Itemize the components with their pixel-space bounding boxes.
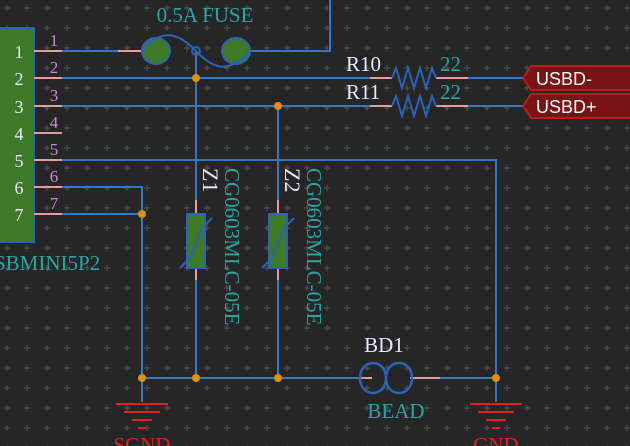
- fuse[interactable]: 0.5A FUSE: [118, 3, 254, 68]
- resistor-ref: R10: [346, 52, 381, 76]
- port-usbd-plus[interactable]: USBD+: [521, 93, 630, 119]
- junction-dot: [192, 374, 200, 382]
- resistor-r10[interactable]: R10 22: [346, 52, 468, 92]
- junction-dot: [138, 374, 146, 382]
- junction-dot: [274, 374, 282, 382]
- connector-pin-number-outer: 7: [50, 194, 59, 213]
- connector-pin-number-inner: 6: [15, 178, 24, 198]
- junction-dot: [138, 210, 146, 218]
- diode-value: CG0603MLC-05E: [220, 168, 244, 326]
- resistor-r11[interactable]: R11 22: [346, 80, 468, 120]
- varistor-slash-icon: [261, 217, 295, 269]
- connector-pin-number-inner: 3: [15, 97, 24, 117]
- connector-pin-number-outer: 6: [50, 167, 59, 186]
- resistor-value: 22: [440, 52, 461, 76]
- connector-pin-number-outer: 1: [50, 31, 59, 50]
- fuse-body-right: [221, 37, 251, 65]
- ground-label: GND: [473, 433, 519, 446]
- diode-value: CG0603MLC-05E: [302, 168, 326, 326]
- tvs-diode-z1[interactable]: Z1 CG0603MLC-05E: [179, 168, 244, 326]
- junction-dot: [192, 74, 200, 82]
- connector-pin-number-inner: 2: [15, 69, 24, 89]
- junction-dot: [492, 374, 500, 382]
- usb-connector[interactable]: 1 2 3 4 5 6 7 1 2 3 4 5 6 7 SBMINI5P2: [0, 27, 100, 275]
- port-label: USBD-: [536, 69, 592, 89]
- connector-pins: [34, 50, 62, 215]
- connector-pin-number-outer: 3: [50, 86, 59, 105]
- junction-dot: [274, 102, 282, 110]
- fuse-label: 0.5A FUSE: [157, 3, 254, 27]
- connector-pin-number-inner: 1: [15, 42, 24, 62]
- resistor-zigzag-icon: [391, 92, 437, 120]
- connector-name: SBMINI5P2: [0, 251, 100, 275]
- wire-fuse-out: [250, 0, 331, 52]
- ground-sgnd[interactable]: SGND: [113, 403, 171, 446]
- connector-pin-number-outer: 2: [50, 58, 59, 77]
- port-usbd-minus[interactable]: USBD-: [521, 65, 630, 91]
- varistor-slash-icon: [179, 217, 213, 269]
- resistor-value: 22: [440, 80, 461, 104]
- ferrite-bead-bd1[interactable]: BD1 BEAD: [358, 333, 440, 423]
- wire-pin5-net: [62, 159, 497, 378]
- diode-ref: Z1: [198, 168, 223, 192]
- resistor-ref: R11: [346, 80, 380, 104]
- fuse-body-left: [141, 37, 171, 65]
- junctions: [138, 74, 500, 382]
- tvs-diode-z2[interactable]: Z2 CG0603MLC-05E: [261, 168, 326, 326]
- resistor-zigzag-icon: [391, 64, 437, 92]
- connector-pin-number-outer: 4: [50, 113, 59, 132]
- connector-pin-number-inner: 5: [15, 151, 24, 171]
- port-label: USBD+: [536, 97, 597, 117]
- diode-ref: Z2: [280, 168, 305, 192]
- bead-coil-icon: [358, 361, 414, 395]
- bead-ref: BD1: [364, 333, 404, 357]
- connector-pin-number-outer: 5: [50, 140, 59, 159]
- bead-label: BEAD: [367, 399, 424, 423]
- ground-label: SGND: [113, 433, 170, 446]
- fuse-center-dot: [191, 46, 201, 56]
- connector-pin-number-inner: 4: [15, 124, 24, 144]
- wires: [62, 0, 528, 402]
- port-flag-icon: [521, 93, 630, 119]
- fuse-element-icon: [141, 34, 251, 68]
- connector-pin-number-inner: 7: [15, 205, 24, 225]
- ground-gnd[interactable]: GND: [470, 403, 522, 446]
- port-flag-icon: [521, 65, 630, 91]
- wire-pin6: [62, 186, 143, 378]
- connector-body: [0, 27, 35, 243]
